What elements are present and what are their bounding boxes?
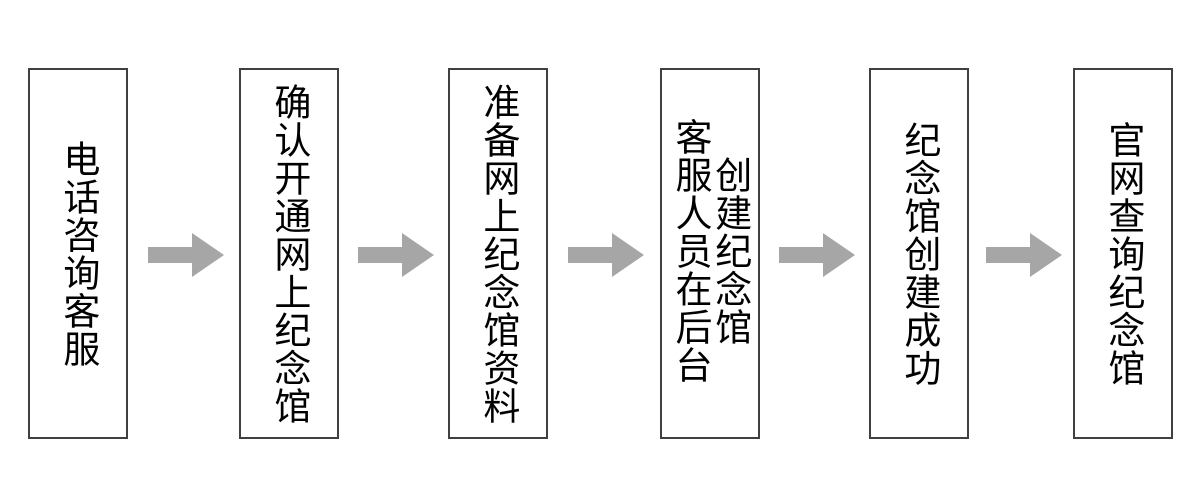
right-arrow-icon <box>358 233 434 277</box>
flow-arrow-4 <box>779 232 855 278</box>
flow-node-3-label: 准备网上纪念馆资料 <box>476 82 520 425</box>
right-arrow-icon <box>779 233 855 277</box>
flow-node-4[interactable]: 创建纪念馆 客服人员在后台 <box>660 68 760 439</box>
right-arrow-icon <box>986 233 1062 277</box>
flow-node-4-label-column-2: 客服人员在后台 <box>669 118 712 384</box>
flow-arrow-3 <box>568 232 644 278</box>
flow-arrow-1 <box>148 232 224 278</box>
flow-node-6[interactable]: 官网查询纪念馆 <box>1073 68 1173 439</box>
flow-node-1-label: 电话咨询客服 <box>56 139 100 368</box>
right-arrow-icon <box>568 233 644 277</box>
flow-node-2[interactable]: 确认开通网上纪念馆 <box>239 68 339 439</box>
flow-arrow-2 <box>358 232 434 278</box>
flow-node-3[interactable]: 准备网上纪念馆资料 <box>448 68 548 439</box>
flow-node-5[interactable]: 纪念馆创建成功 <box>869 68 969 439</box>
flow-node-5-label: 纪念馆创建成功 <box>897 120 941 387</box>
flow-node-4-label-column-1: 创建纪念馆 <box>708 156 752 346</box>
flow-arrow-5 <box>986 232 1062 278</box>
flow-node-1[interactable]: 电话咨询客服 <box>28 68 128 439</box>
flow-node-6-label: 官网查询纪念馆 <box>1101 120 1145 387</box>
flow-node-2-label: 确认开通网上纪念馆 <box>267 82 311 425</box>
right-arrow-icon <box>148 233 224 277</box>
